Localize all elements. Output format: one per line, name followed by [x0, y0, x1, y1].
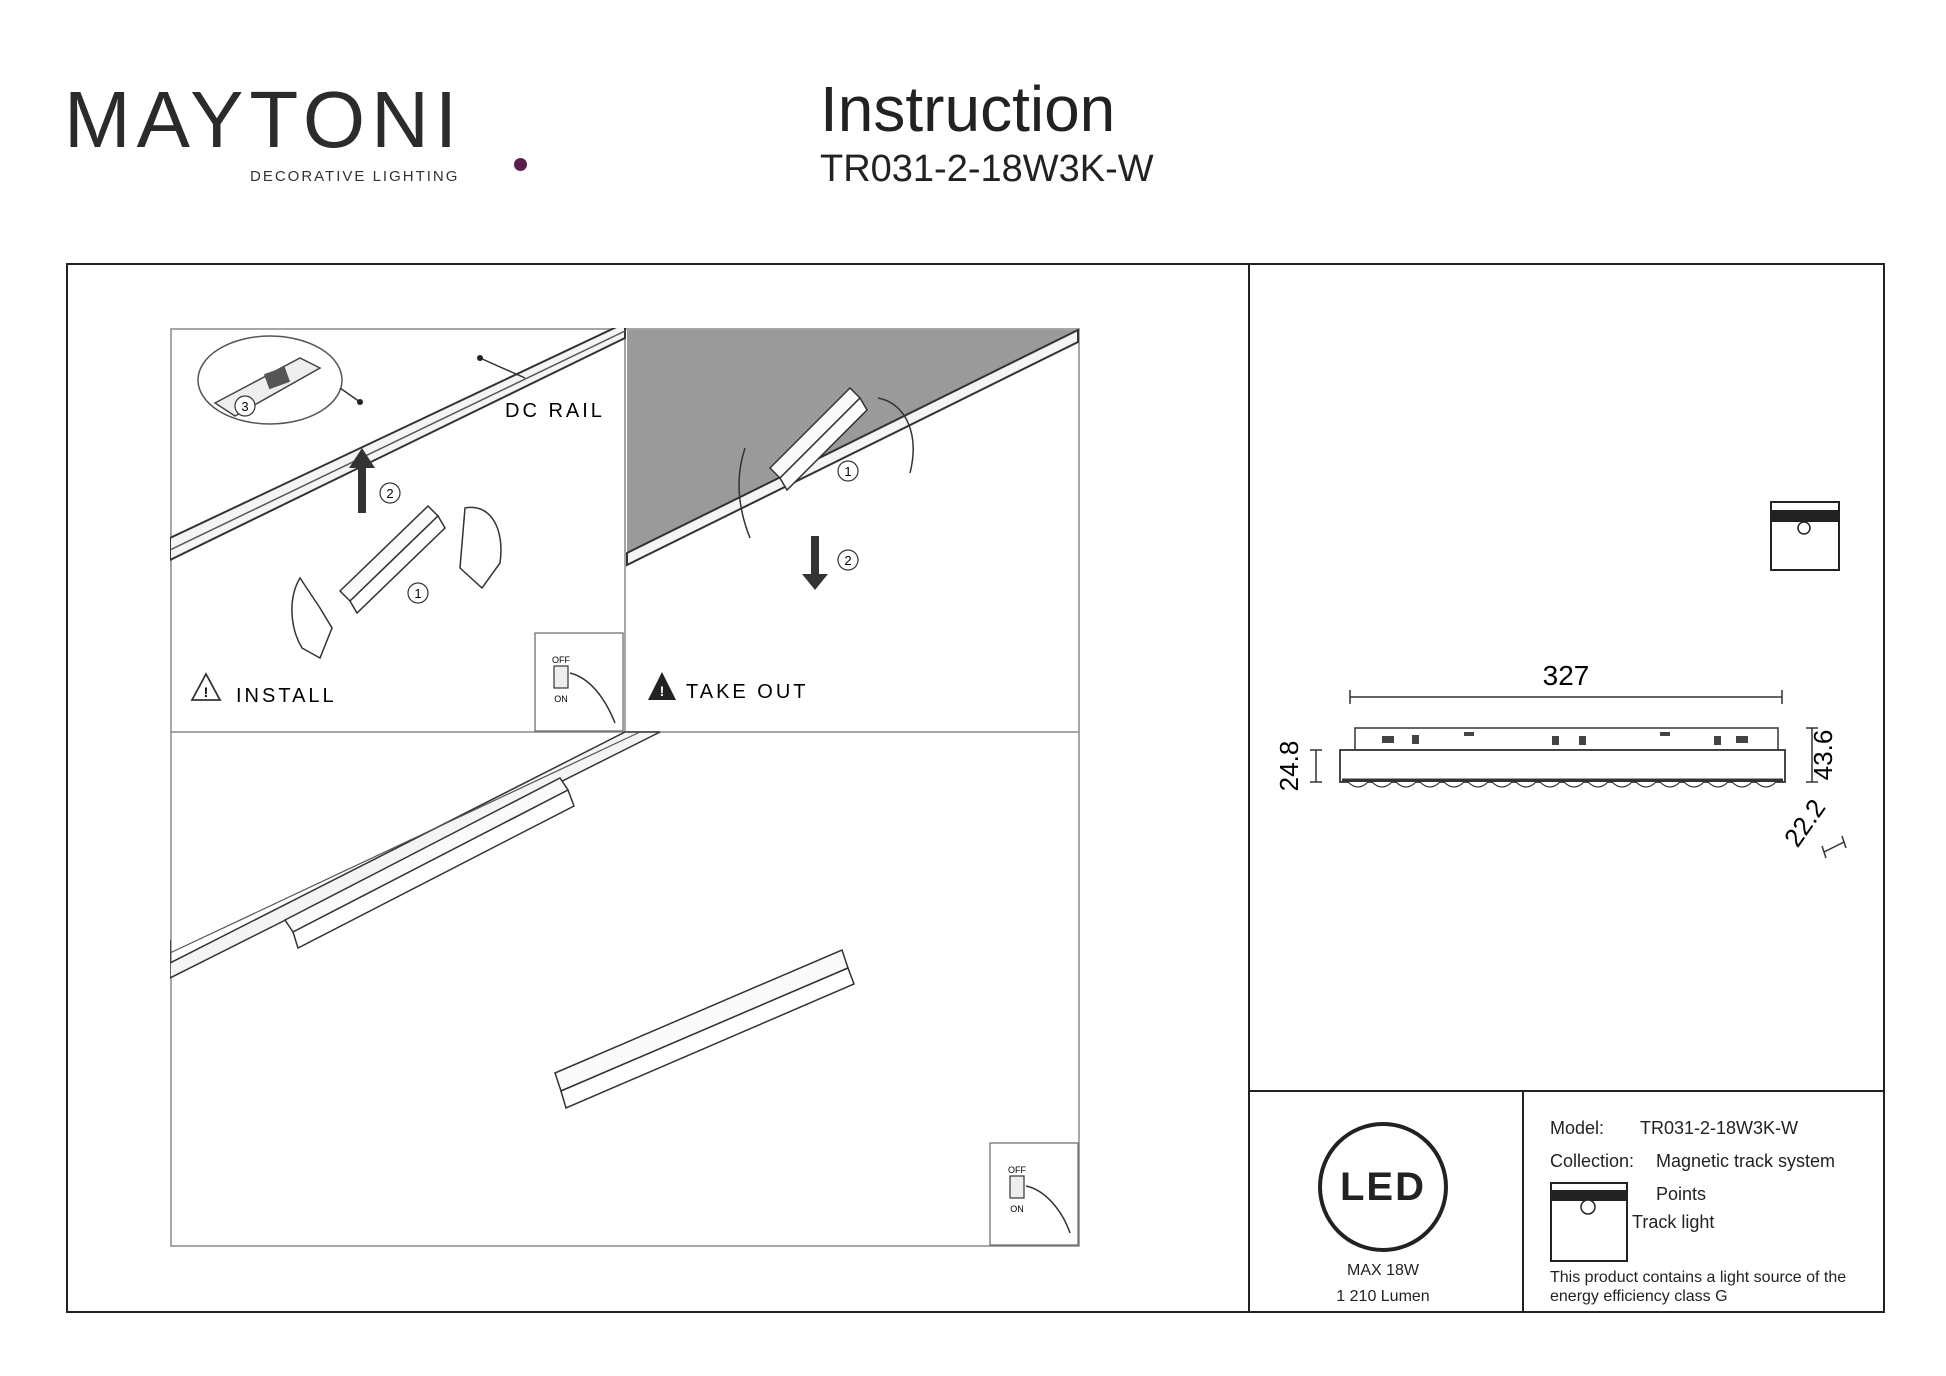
- collection-sub: Points: [1656, 1184, 1707, 1204]
- takeout-panel: 1 2 ! TAKE OUT: [626, 328, 1079, 703]
- install-label: INSTALL: [236, 685, 337, 707]
- takeout-rail: [626, 328, 1079, 567]
- bottom-switch-on-label: ON: [1010, 1204, 1024, 1214]
- led-lumen: 1 210 Lumen: [1336, 1288, 1430, 1305]
- mounted-lamp-module: [283, 777, 570, 933]
- switch-box-bottom: [989, 1142, 1079, 1246]
- install-step-1-marker: 1: [414, 586, 421, 601]
- frame-divider-vertical: [1248, 263, 1250, 1313]
- arrow-down-icon: [802, 536, 828, 590]
- takeout-label: TAKE OUT: [686, 681, 809, 703]
- rail-label: DC RAIL: [505, 400, 605, 422]
- install-panel: 3 DC RAIL 2 1 ! INSTALL OFF ON: [170, 328, 626, 732]
- product-bottom-body: [1339, 749, 1786, 783]
- total-height-value: 43.6: [1808, 730, 1838, 781]
- switch-off-label: OFF: [552, 655, 570, 665]
- frame-divider-horizontal: [1248, 1090, 1885, 1092]
- spec-divider-vertical: [1522, 1090, 1524, 1313]
- collection-value: Magnetic track system: [1656, 1151, 1836, 1171]
- page-model-code: TR031-2-18W3K-W: [820, 148, 1154, 190]
- switch-box-top: [534, 632, 624, 732]
- takeout-step-2-marker: 2: [844, 553, 851, 568]
- brand-logo: MAYTONI DECORATIVE LIGHTING: [64, 75, 527, 190]
- length-value: 327: [1543, 660, 1590, 691]
- arrow-up-icon: [349, 448, 375, 513]
- page-title: Instruction: [820, 73, 1116, 145]
- takeout-left-hand-icon: [738, 447, 751, 539]
- warning-icon: [190, 672, 222, 701]
- bottom-finger-icon: [1025, 1185, 1071, 1234]
- width-value: 22.2: [1778, 794, 1832, 853]
- collection-label: Collection:: [1550, 1151, 1635, 1171]
- step-3-marker: 3: [241, 399, 248, 414]
- takeout-warning-icon: [648, 672, 676, 700]
- brand-name: MAYTONI: [64, 75, 464, 164]
- energy-note-line-1: This product contains a light source of …: [1550, 1269, 1847, 1286]
- model-label: Model:: [1550, 1118, 1605, 1138]
- dimension-drawing: 327 24.8 43.6 22.2: [1274, 501, 1847, 859]
- switch-on-label: ON: [554, 694, 568, 704]
- brand-dot: [514, 158, 527, 171]
- main-frame: [66, 263, 1885, 1313]
- assembled-panel: OFF ON: [170, 731, 1079, 1246]
- type-value: Track light: [1632, 1212, 1715, 1232]
- bottom-switch-icon: [1009, 1175, 1025, 1199]
- width-line: [1823, 841, 1845, 853]
- left-hand-icon: [291, 576, 333, 660]
- svg-text:!: !: [660, 683, 665, 699]
- free-lamp-module: [554, 948, 849, 1093]
- takeout-right-hand-icon: [877, 397, 914, 474]
- takeout-step-1-marker: 1: [844, 464, 851, 479]
- led-lenses: [1347, 781, 1777, 788]
- product-connectors: [1382, 732, 1748, 745]
- bottom-switch-off-label: OFF: [1008, 1165, 1026, 1175]
- model-value: TR031-2-18W3K-W: [1640, 1118, 1799, 1138]
- led-power: MAX 18W: [1346, 1262, 1419, 1279]
- instruction-diagram: 3 DC RAIL 2 1 ! INSTALL OFF ON: [170, 328, 1080, 1247]
- energy-note: This product contains a light source of …: [1550, 1268, 1846, 1306]
- install-step-2-marker: 2: [386, 486, 393, 501]
- switch-icon: [553, 665, 569, 689]
- body-height-value: 24.8: [1274, 741, 1304, 792]
- finger-icon: [569, 672, 616, 724]
- brand-tagline: DECORATIVE LIGHTING: [250, 168, 460, 185]
- right-hand-icon: [459, 506, 502, 590]
- svg-text:!: !: [204, 684, 209, 700]
- energy-note-line-2: energy efficiency class G: [1550, 1288, 1728, 1305]
- led-logo: LED: [1318, 1122, 1448, 1252]
- track-light-icon: [1550, 1182, 1628, 1262]
